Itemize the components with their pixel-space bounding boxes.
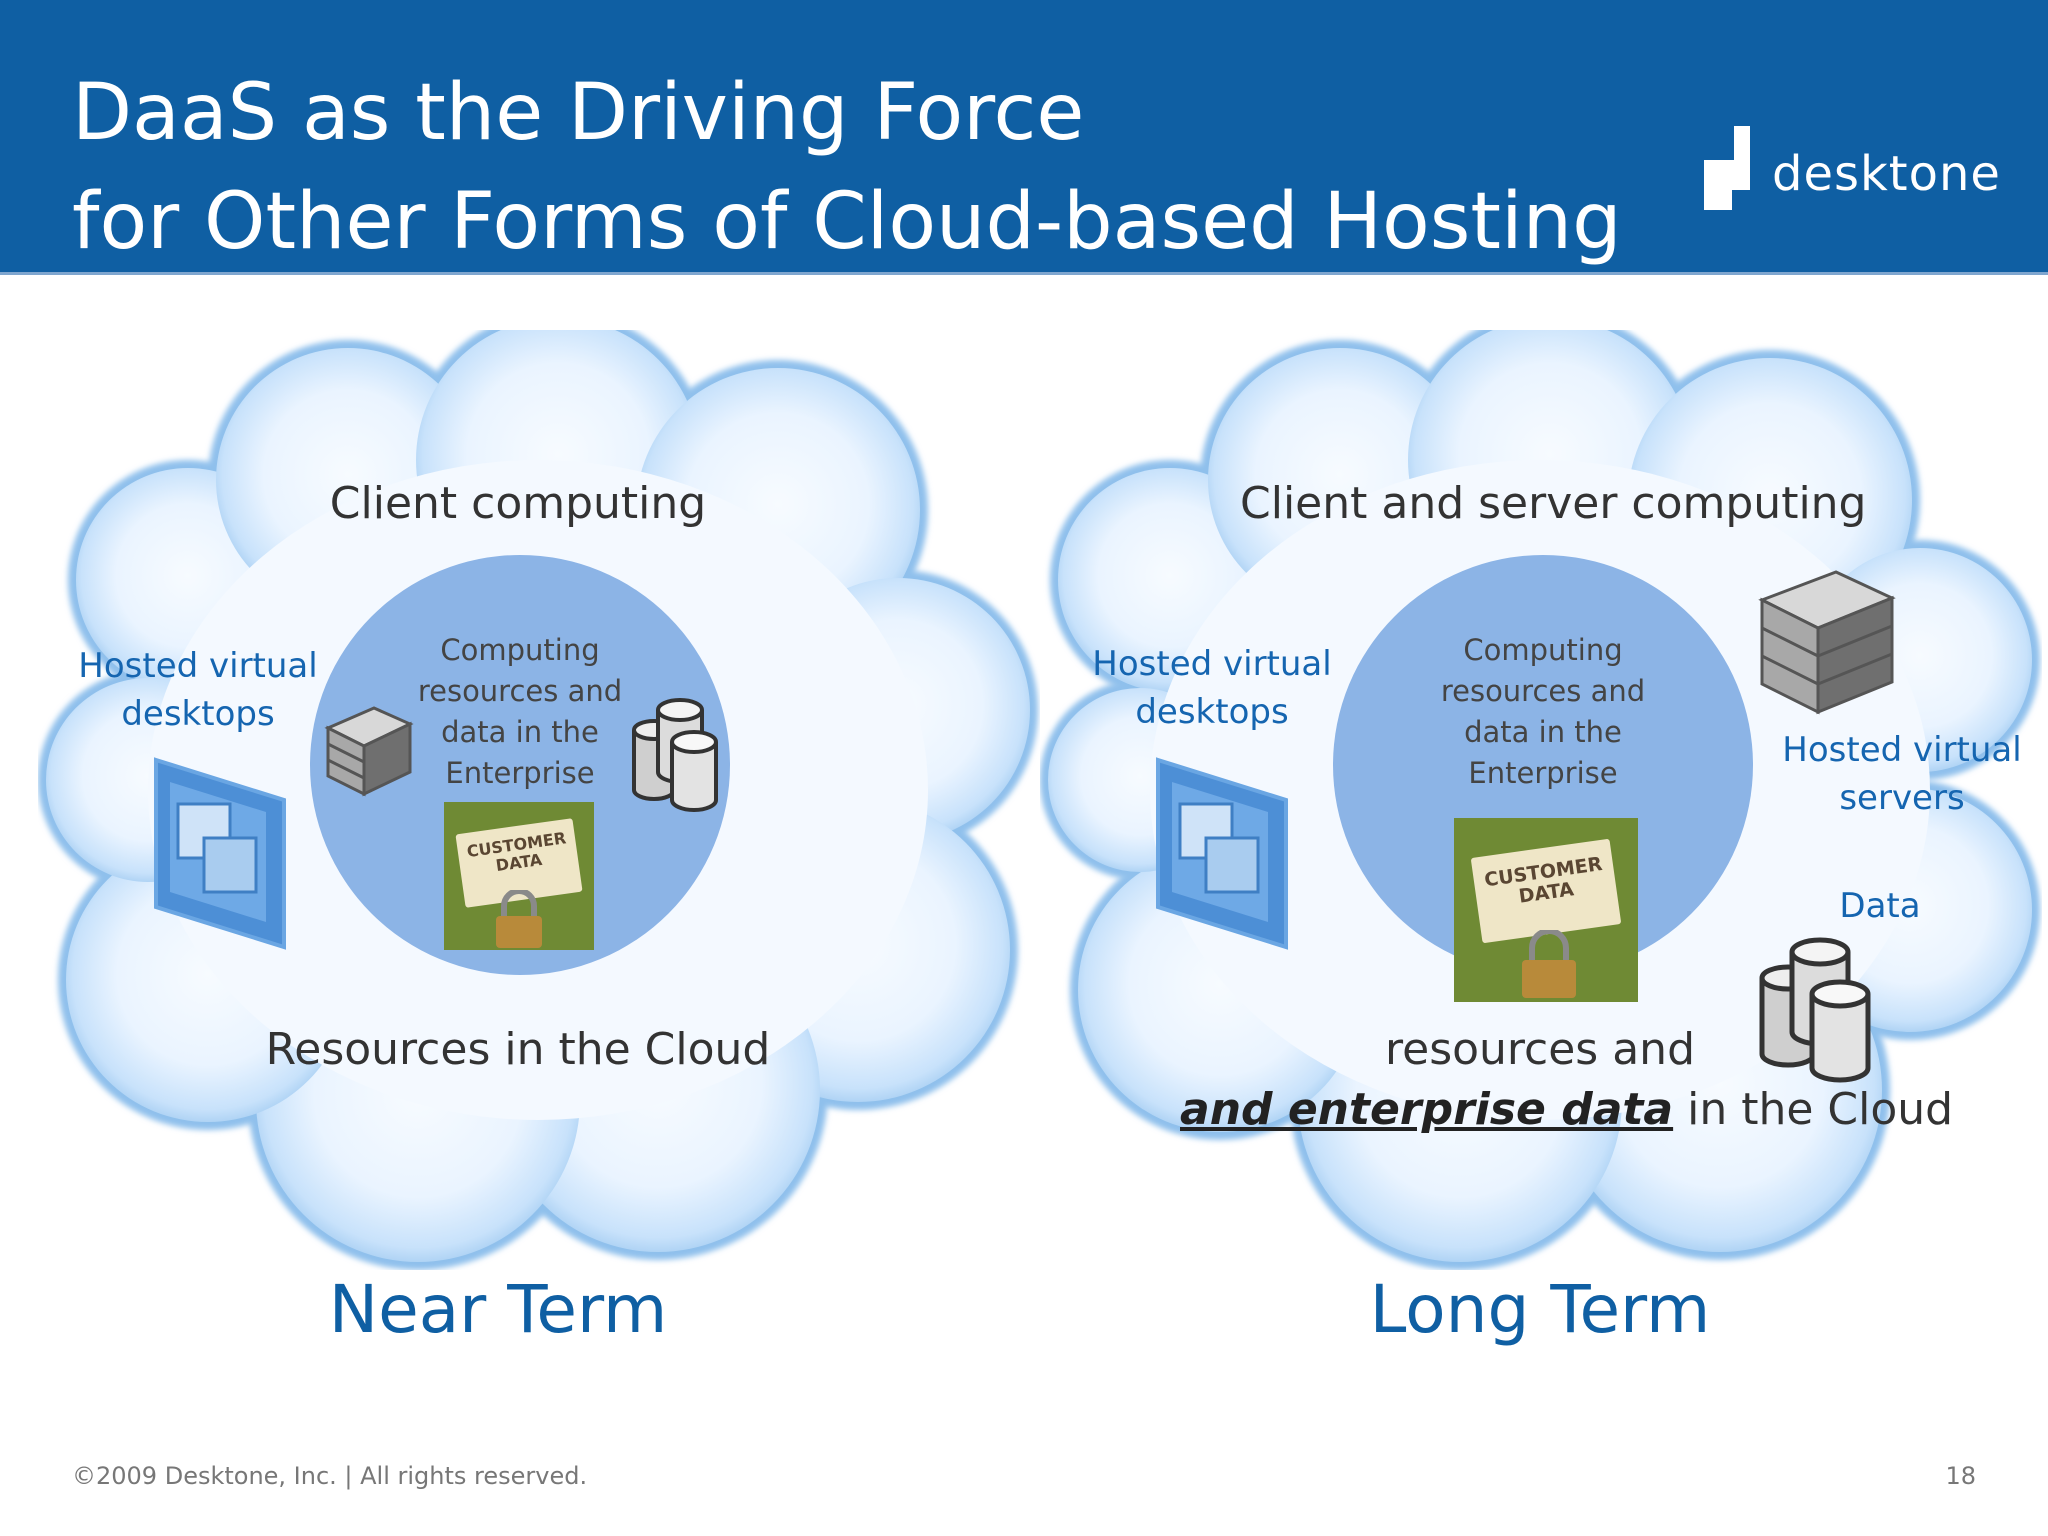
- hosted-servers-label: Hosted virtual servers: [1782, 726, 2022, 822]
- database-icon: [632, 698, 718, 812]
- data-label: Data: [1839, 886, 1921, 926]
- hosted-servers-label-line-1: Hosted virtual: [1782, 730, 2022, 770]
- hosted-desktops-label: Hosted virtual desktops: [78, 642, 318, 738]
- server-stack-icon: [324, 706, 414, 797]
- virtual-desktop-icon: [1156, 757, 1288, 950]
- customer-data-document: CUSTOMER DATA: [1470, 838, 1622, 944]
- hosted-desktops-label-line-2: desktops: [121, 694, 275, 734]
- circle-text-line-3: data in the: [441, 715, 599, 749]
- long-term-panel: Client and server computing Hosted virtu…: [1040, 330, 2042, 1348]
- hosted-servers-label-line-2: servers: [1839, 778, 1965, 818]
- customer-data-photo: CUSTOMER DATA: [444, 802, 594, 950]
- enterprise-circle-text: Computing resources and data in the Ente…: [1421, 630, 1665, 794]
- enterprise-circle-text: Computing resources and data in the Ente…: [398, 630, 642, 794]
- enterprise-data-emphasis: and enterprise data: [1180, 1084, 1674, 1135]
- database-icon: [1759, 937, 1871, 1083]
- padlock-icon: [496, 890, 542, 948]
- padlock-icon: [1522, 930, 1576, 998]
- hosted-desktops-label-line-2: desktops: [1135, 692, 1289, 732]
- long-term-label: Long Term: [1369, 1271, 1711, 1348]
- logo-text: desktone: [1772, 146, 2001, 202]
- circle-text-line-2: resources and: [417, 674, 623, 708]
- hosted-desktops-label-line-1: Hosted virtual: [78, 646, 318, 686]
- near-term-heading: Client computing: [329, 478, 707, 529]
- circle-text-line-1: Computing: [1463, 633, 1623, 667]
- customer-data-photo: CUSTOMER DATA: [1454, 818, 1638, 1002]
- virtual-desktop-icon: [154, 757, 286, 950]
- server-stack-icon: [1758, 570, 1896, 715]
- slide-title-line-1: DaaS as the Driving Force: [72, 68, 1085, 158]
- long-term-heading: Client and server computing: [1240, 478, 1867, 529]
- circle-text-line-4: Enterprise: [445, 756, 595, 790]
- long-term-footer-label: resources and and enterprise data in the…: [1180, 1020, 1953, 1140]
- long-term-cloud: [1040, 330, 2040, 1270]
- cloud-shape: [1040, 330, 2040, 1270]
- hosted-desktops-label-line-1: Hosted virtual: [1092, 644, 1332, 684]
- circle-text-line-2: resources and: [1440, 674, 1646, 708]
- near-term-label: Near Term: [328, 1271, 668, 1348]
- circle-text-line-3: data in the: [1464, 715, 1622, 749]
- circle-text-line-4: Enterprise: [1468, 756, 1618, 790]
- desktone-logo: desktone: [1704, 126, 2004, 216]
- page-number: 18: [1945, 1462, 1976, 1490]
- near-term-cloud: [38, 330, 1038, 1270]
- header-bar: DaaS as the Driving Force for Other Form…: [0, 0, 2048, 275]
- enterprise-circle: [1333, 555, 1753, 975]
- circle-text-line-1: Computing: [440, 633, 600, 667]
- long-term-footer-suffix: in the Cloud: [1673, 1084, 1954, 1135]
- copyright-notice: ©2009 Desktone, Inc. | All rights reserv…: [72, 1462, 588, 1490]
- slide-title-line-2: for Other Forms of Cloud-based Hosting: [72, 177, 1622, 267]
- near-term-panel: Client computing Hosted virtual desktops…: [38, 330, 1040, 1348]
- enterprise-circle: [310, 555, 730, 975]
- hosted-desktops-label: Hosted virtual desktops: [1092, 640, 1332, 736]
- logo-mark-icon: [1704, 126, 1750, 210]
- long-term-footer-line-1: resources and: [1385, 1024, 1695, 1075]
- near-term-footer-label: Resources in the Cloud: [265, 1024, 771, 1075]
- long-term-footer-line-2: and enterprise data in the Cloud: [1180, 1080, 1953, 1140]
